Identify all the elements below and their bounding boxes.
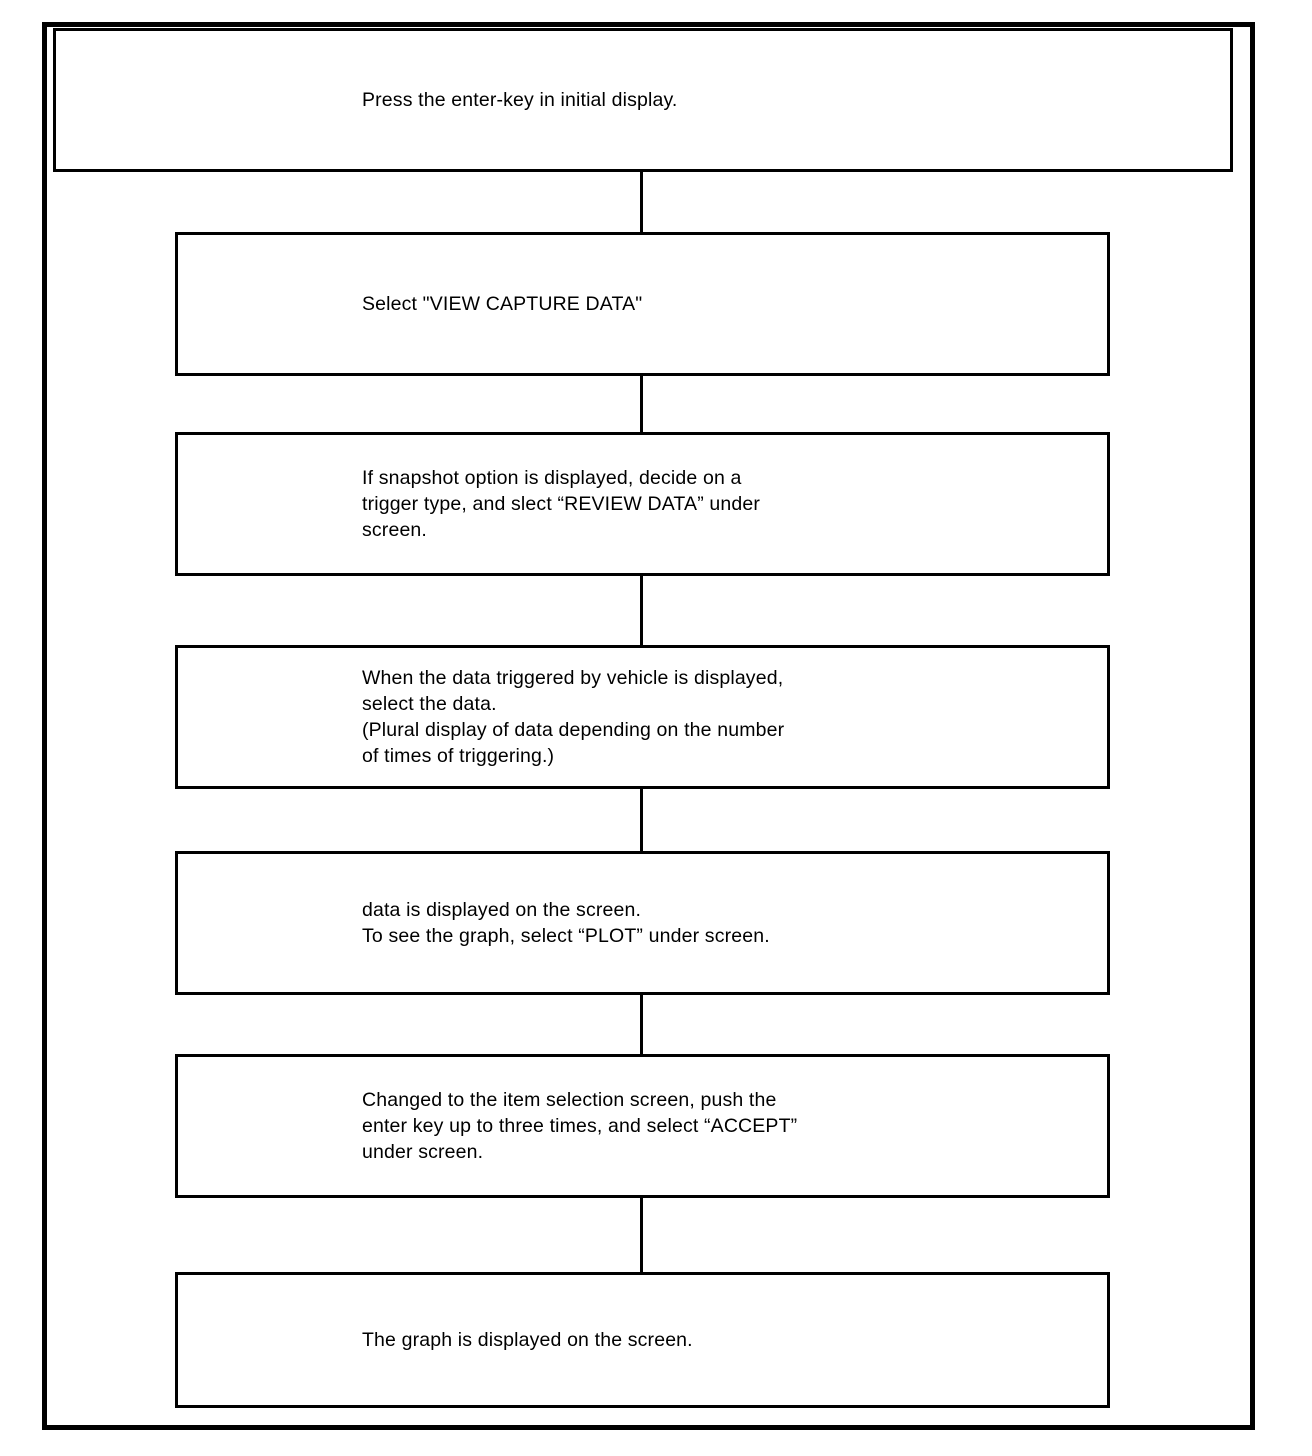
- connector-4-to-5: [640, 789, 643, 851]
- flow-step-4-box: When the data triggered by vehicle is di…: [175, 645, 1110, 789]
- flow-step-6-box: Changed to the item selection screen, pu…: [175, 1054, 1110, 1198]
- flow-step-6-text: Changed to the item selection screen, pu…: [362, 1089, 798, 1163]
- connector-2-to-3: [640, 376, 643, 432]
- flow-step-7-text: The graph is displayed on the screen.: [362, 1329, 693, 1351]
- flow-step-3-box: If snapshot option is displayed, decide …: [175, 432, 1110, 576]
- flow-step-5-box: data is displayed on the screen. To see …: [175, 851, 1110, 995]
- flow-step-3-text: If snapshot option is displayed, decide …: [362, 467, 761, 541]
- flow-step-7-box: The graph is displayed on the screen.: [175, 1272, 1110, 1408]
- flow-step-5-text: data is displayed on the screen. To see …: [362, 899, 770, 947]
- flow-step-2-box: Select "VIEW CAPTURE DATA": [175, 232, 1110, 376]
- flow-step-4-text: When the data triggered by vehicle is di…: [362, 667, 785, 767]
- flow-step-2-text: Select "VIEW CAPTURE DATA": [362, 293, 643, 315]
- flow-step-1-text: Press the enter-key in initial display.: [362, 89, 678, 111]
- connector-5-to-6: [640, 995, 643, 1054]
- connector-1-to-2: [640, 172, 643, 232]
- connector-6-to-7: [640, 1198, 643, 1272]
- page-border: [42, 22, 1255, 1430]
- connector-3-to-4: [640, 576, 643, 645]
- flow-step-1-box: Press the enter-key in initial display.: [53, 28, 1233, 172]
